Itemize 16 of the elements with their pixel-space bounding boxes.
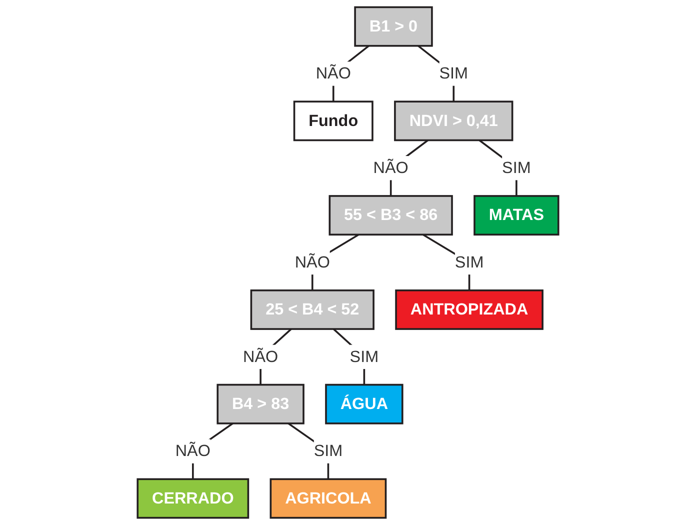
edge-label: SIM <box>502 158 531 177</box>
node-box: AGRICOLA <box>270 478 387 519</box>
edge-label: NÃO <box>175 442 210 460</box>
edge-label: NÃO <box>316 64 351 82</box>
edge-label: SIM <box>454 253 484 272</box>
edge-label: NÃO <box>243 347 278 366</box>
node-box: ANTROPIZADA <box>395 289 544 330</box>
edge-label: NÃO <box>294 253 330 272</box>
node-box: CERRADO <box>136 478 250 519</box>
edge-label: SIM <box>439 64 468 82</box>
node-box: MATAS <box>474 195 560 236</box>
edge-label: SIM <box>314 442 343 460</box>
node-box: Fundo <box>293 100 374 142</box>
edge-label: SIM <box>350 347 379 366</box>
node-box: ÁGUA <box>325 384 404 424</box>
edge-label: NÃO <box>373 158 408 177</box>
